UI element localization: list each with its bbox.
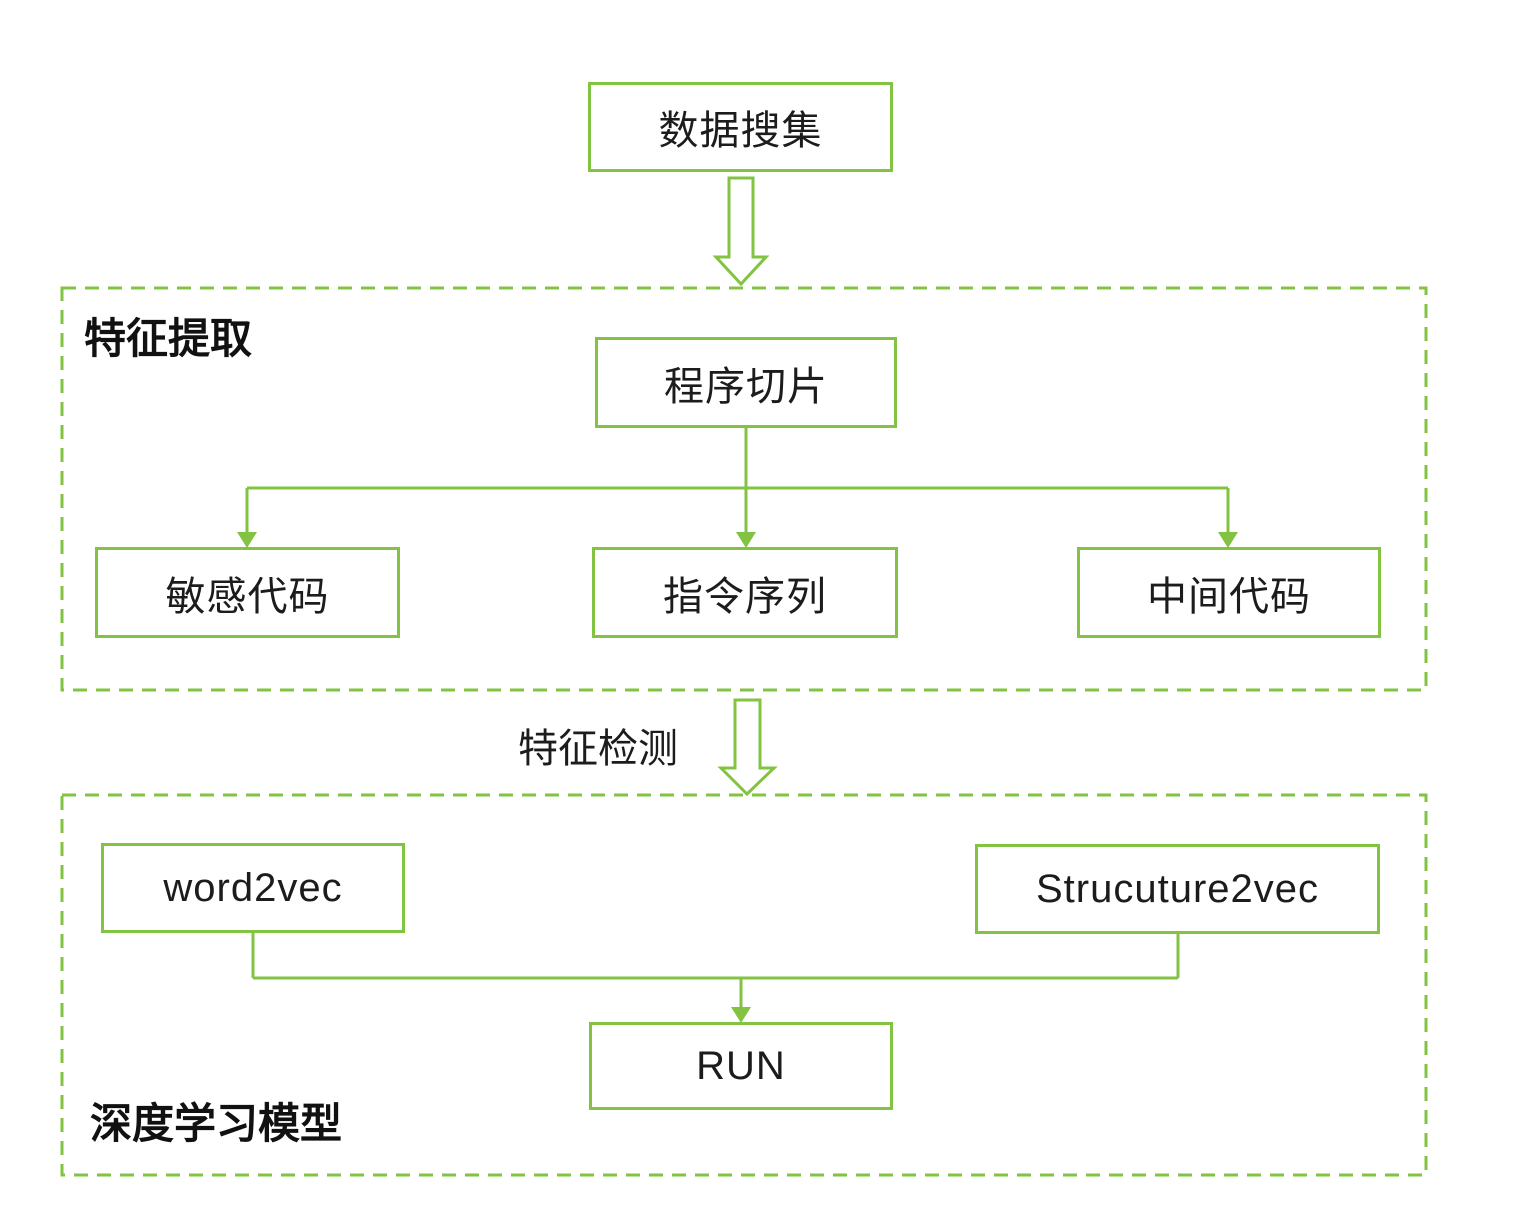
node-sensitive-code: 敏感代码: [95, 547, 400, 638]
node-word2vec: word2vec: [101, 843, 405, 933]
arrowhead: [237, 532, 257, 548]
section-label-feature-extraction: 特征提取: [84, 315, 253, 362]
node-intermediate-code: 中间代码: [1077, 547, 1381, 638]
node-program-slicing: 程序切片: [595, 337, 897, 428]
arrowhead: [736, 532, 756, 548]
edge-label-feature-detection: 特征检测: [518, 727, 678, 771]
arrowhead: [1218, 532, 1238, 548]
connector-line: [251, 933, 1180, 1008]
deep-learning-group-border: [60, 793, 1428, 1177]
arrowhead: [731, 1007, 751, 1023]
node-instruction-sequence: 指令序列: [592, 547, 898, 638]
down-block-arrow-icon: [717, 698, 778, 797]
connector-line: [245, 428, 1230, 533]
node-run: RUN: [589, 1022, 893, 1110]
feature-extraction-group-border: [60, 286, 1428, 692]
section-label-deep-learning-model: 深度学习模型: [90, 1100, 343, 1147]
down-block-arrow-icon: [712, 176, 770, 287]
node-data-collection: 数据搜集: [588, 82, 893, 172]
node-structure2vec: Strucuture2vec: [975, 844, 1380, 934]
